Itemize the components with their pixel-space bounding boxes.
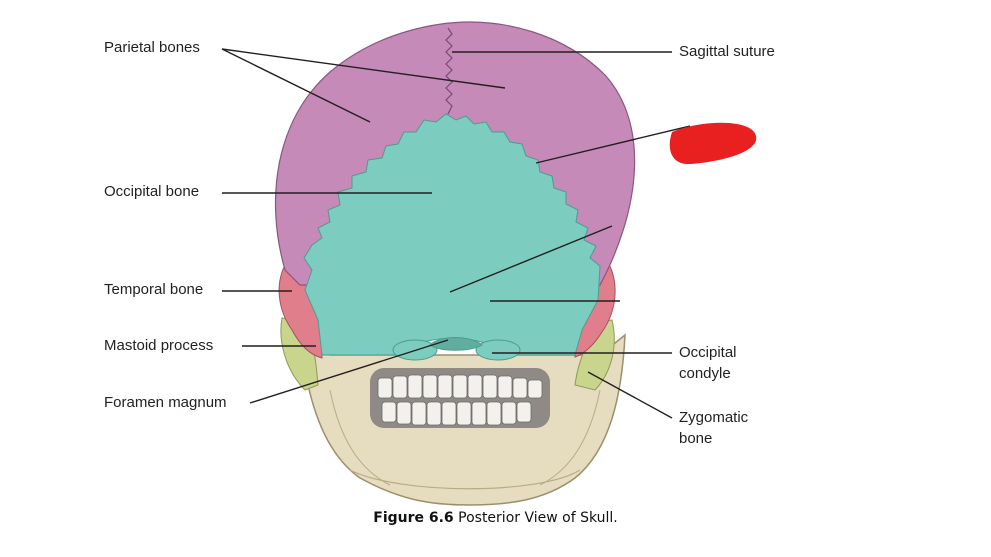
label-zygomatic-bone-line2: bone: [679, 430, 713, 447]
label-occipital-condyle-line1: Occipital: [679, 344, 737, 361]
label-foramen-magnum: Foramen magnum: [104, 394, 227, 411]
figure-caption: Figure 6.6 Posterior View of Skull.: [0, 510, 991, 526]
label-parietal-bones: Parietal bones: [104, 39, 200, 56]
label-sagittal-suture: Sagittal suture: [679, 43, 775, 60]
label-temporal-bone: Temporal bone: [104, 281, 204, 298]
occipital-condyle-right: [475, 339, 521, 361]
label-zygomatic-bone-line1: Zygomatic: [679, 409, 749, 426]
sagittal-suture-line: [445, 27, 453, 115]
leader-lines: [221, 48, 691, 419]
figure-caption-text: Posterior View of Skull.: [453, 510, 618, 526]
label-mastoid-process: Mastoid process: [104, 337, 214, 354]
label-occipital-condyle-line2: condyle: [679, 365, 731, 382]
foramen-magnum-shape: [429, 337, 483, 351]
label-occipital-bone: Occipital bone: [104, 183, 200, 200]
teeth: [370, 368, 550, 428]
figure-caption-number: Figure 6.6: [373, 510, 454, 526]
red-redaction-mark: [669, 122, 757, 165]
